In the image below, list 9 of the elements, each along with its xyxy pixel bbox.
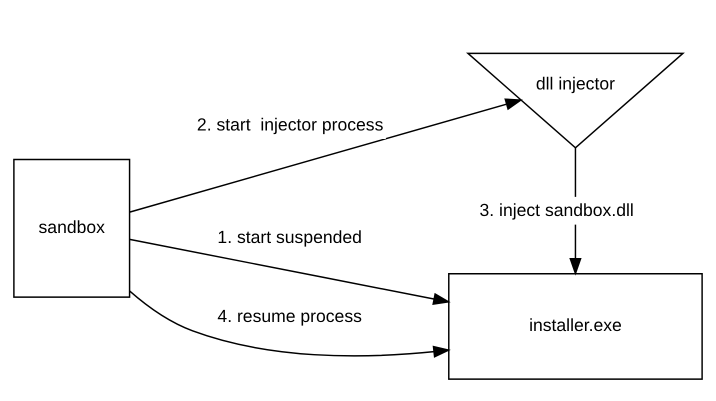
node-box: sandbox (13, 158, 130, 298)
edge-label: 1. start suspended (217, 227, 362, 248)
arrow (130, 238, 451, 305)
edge-label: 3. inject sandbox.dll (480, 200, 634, 220)
node-box: installer.exe (448, 272, 703, 380)
edge-label: 4. resume process (217, 306, 362, 326)
edge-label: 2. start injector process (196, 114, 384, 134)
arrow (129, 290, 451, 358)
arrow (129, 98, 523, 213)
